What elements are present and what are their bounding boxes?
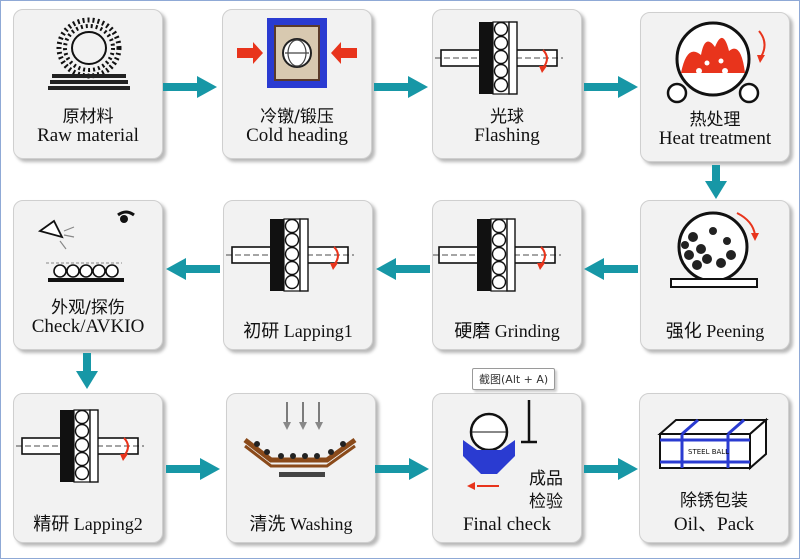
step-oil-pack-cn: 除锈包装 <box>680 491 748 511</box>
step-washing: 清洗 Washing <box>226 393 376 543</box>
step-washing-label: 清洗 Washing <box>249 514 353 534</box>
peening-drum-icon <box>670 211 759 288</box>
arrow-right-6 <box>584 458 638 480</box>
arrow-down-1 <box>705 165 727 199</box>
step-raw-material-cn: 原材料 <box>62 107 114 127</box>
step-lapping2: 精研 Lapping2 <box>13 393 163 543</box>
wire-coil-icon <box>48 17 130 90</box>
step-check-avkio-cn: 外观/探伤 <box>51 298 125 318</box>
step-final-check-en: Final check <box>462 514 552 535</box>
step-oil-pack-en: Oil、Pack <box>673 514 755 535</box>
lapping2-mill-icon <box>15 409 145 483</box>
final-check-gauge-icon <box>463 400 537 490</box>
steel-ball-box-icon: STEEL BALL <box>657 417 769 471</box>
step-grinding: 硬磨 Grinding <box>432 200 582 350</box>
step-grinding-label: 硬磨 Grinding <box>454 321 560 341</box>
grinding-mill-icon <box>433 218 562 292</box>
step-lapping1: 初研 Lapping1 <box>223 200 373 350</box>
step-final-check-cn1: 成品 <box>529 469 563 489</box>
box-label-text: STEEL BALL <box>688 448 729 456</box>
step-final-check: 成品 检验 Final check <box>432 393 582 543</box>
step-peening-label: 强化 Peening <box>665 321 765 341</box>
arrow-right-4 <box>166 458 220 480</box>
furnace-icon <box>666 21 766 104</box>
arrow-right-5 <box>375 458 429 480</box>
step-lapping2-label: 精研 Lapping2 <box>33 514 143 534</box>
step-cold-heading: 冷镦/锻压 Cold heading <box>222 9 372 159</box>
step-lapping1-label: 初研 Lapping1 <box>243 321 353 341</box>
step-oil-pack: STEEL BALL 除锈包装 Oil、Pack <box>639 393 789 543</box>
arrow-right-2 <box>374 76 428 98</box>
arrow-left-3 <box>584 258 638 280</box>
step-heat-treatment-en: Heat treatment <box>658 128 772 149</box>
cold-heading-die-icon <box>237 18 357 88</box>
arrow-left-1 <box>166 258 220 280</box>
step-peening: 强化 Peening <box>640 200 790 350</box>
screenshot-tooltip: 截图(Alt + A) <box>472 368 556 390</box>
step-flashing: 光球 Flashing <box>432 9 582 159</box>
washing-conveyor-icon <box>243 402 357 477</box>
lapping1-mill-icon <box>225 218 355 292</box>
step-flashing-en: Flashing <box>474 125 540 146</box>
arrow-right-3 <box>584 76 638 98</box>
step-check-avkio: 外观/探伤 Check/AVKIO <box>13 200 163 350</box>
step-cold-heading-cn: 冷镦/锻压 <box>260 107 334 127</box>
arrow-down-2 <box>76 353 98 389</box>
step-heat-treatment: 热处理 Heat treatment <box>640 12 790 162</box>
step-flashing-cn: 光球 <box>490 107 524 127</box>
step-raw-material-en: Raw material <box>37 125 139 146</box>
step-raw-material: 原材料 Raw material <box>13 9 163 159</box>
step-heat-treatment-cn: 热处理 <box>689 110 741 130</box>
arrow-right-1 <box>163 76 217 98</box>
step-check-avkio-en: Check/AVKIO <box>31 316 145 337</box>
arrow-left-2 <box>376 258 430 280</box>
step-final-check-cn2: 检验 <box>529 492 563 512</box>
flashing-mill-icon <box>434 21 564 95</box>
step-cold-heading-en: Cold heading <box>246 125 348 146</box>
inspection-icon <box>37 210 135 282</box>
